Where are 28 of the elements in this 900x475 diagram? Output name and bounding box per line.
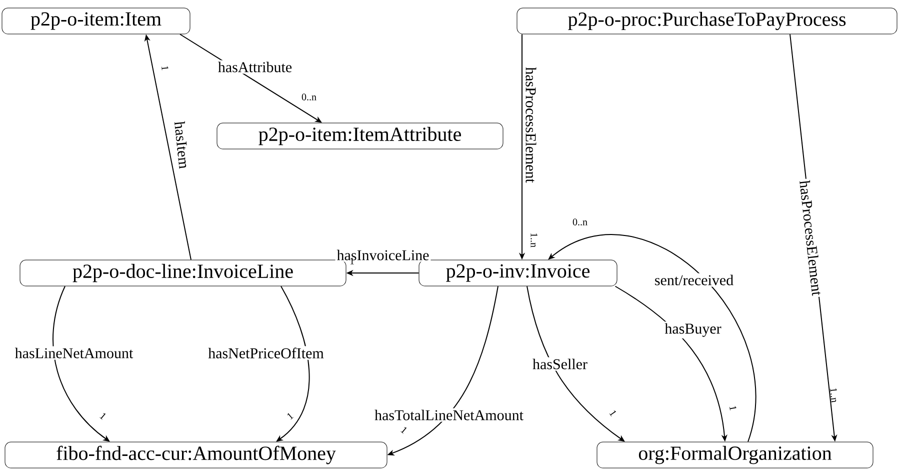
edge-label: hasSeller — [531, 357, 589, 371]
edge-label: hasAttribute — [216, 60, 294, 74]
edge-label: hasProcessElement — [798, 178, 824, 298]
edge-label: hasProcessElement — [524, 66, 538, 184]
class-box: p2p-o-doc-line:InvoiceLine — [20, 260, 346, 286]
cardinality-label: 1 — [100, 413, 106, 420]
arrow — [548, 234, 756, 442]
cardinality-label: 0..n — [572, 218, 588, 226]
edge-label: hasLineNetAmount — [13, 346, 135, 360]
cardinality-label: 1 — [609, 410, 616, 416]
cardinality-label: 0..n — [302, 94, 316, 100]
class-box: p2p-o-item:ItemAttribute — [216, 122, 504, 150]
class-box: org:FormalOrganization — [596, 442, 874, 468]
cardinality-label: 1 — [400, 427, 407, 434]
class-box: p2p-o-item:Item — [2, 8, 190, 34]
cardinality-label: 1..n — [830, 388, 837, 403]
class-box: fibo-fnd-acc-cur:AmountOfMoney — [4, 442, 388, 468]
cardinality-label: 1 — [162, 66, 168, 70]
class-box: p2p-o-proc:PurchaseToPayProcess — [516, 8, 898, 34]
cardinality-label: 1..n — [530, 233, 538, 248]
cardinality-label: 1 — [287, 413, 294, 420]
edge-label: sent/received — [652, 273, 736, 287]
cardinality-label: 1 — [729, 406, 736, 410]
edge-label: hasBuyer — [663, 322, 723, 338]
edge-label: hasItem — [172, 119, 192, 171]
edge-label: hasNetPriceOfItem — [206, 346, 326, 360]
edge-label: hasTotalLineNetAmount — [373, 408, 525, 422]
class-box: p2p-o-inv:Invoice — [418, 260, 618, 286]
